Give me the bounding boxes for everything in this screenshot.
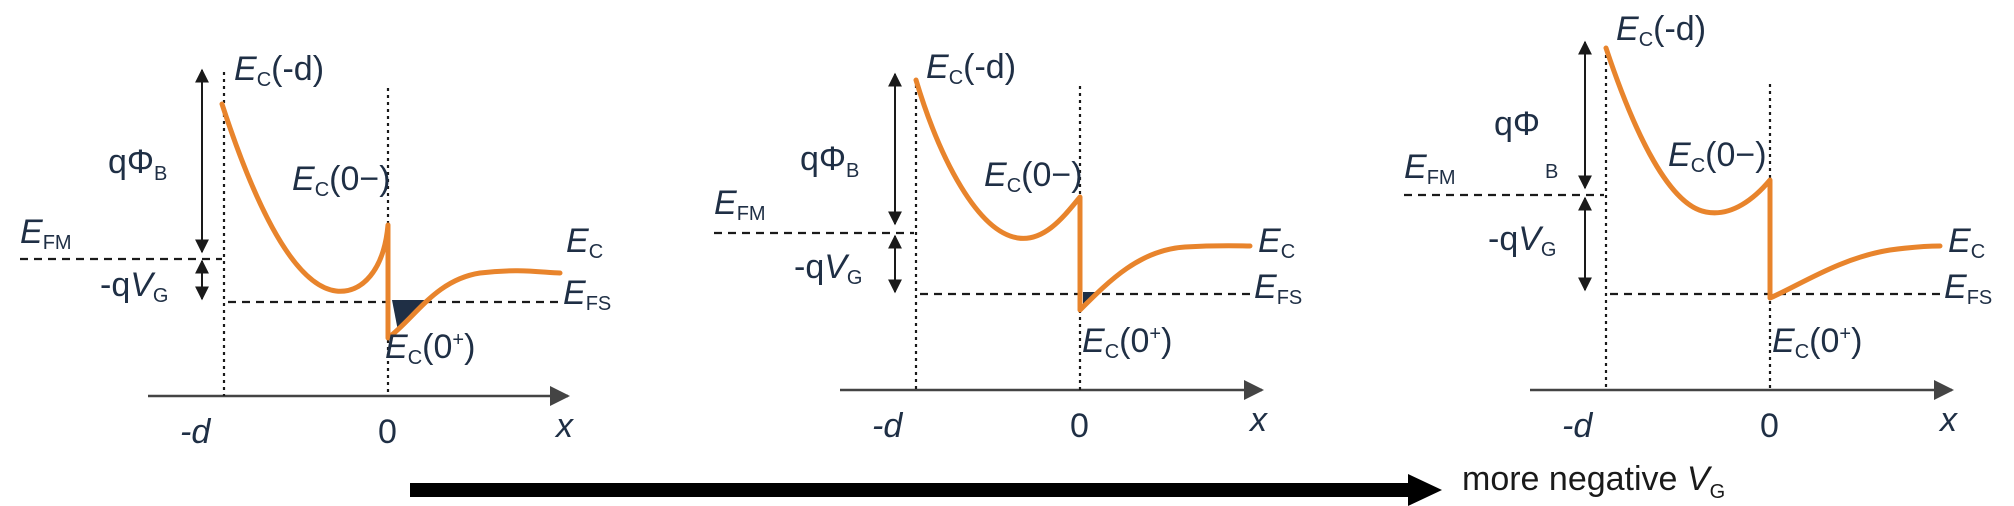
label-neg-qvg-2: -qVG <box>794 248 862 289</box>
panel-3: EC(-d) qΦ B EC(0−) EFM -qVG EC EFS EC(0+… <box>1404 10 1992 445</box>
label-e-fs-3: EFS <box>1944 268 1992 309</box>
axis-x-label-1: x <box>554 407 574 445</box>
label-ec-2: EC <box>1258 222 1295 263</box>
label-ec-1: EC <box>566 222 603 263</box>
tick-zero-3: 0 <box>1760 407 1779 445</box>
label-ec-zero-minus-3: EC(0−) <box>1668 136 1767 177</box>
label-e-fm-3: EFM <box>1404 148 1456 189</box>
label-ec-minus-d-2: EC(-d) <box>926 48 1016 89</box>
label-ec-minus-d-1: EC(-d) <box>234 50 324 91</box>
tick-zero-2: 0 <box>1070 407 1089 445</box>
panel-2: EC(-d) qΦB EC(0−) EFM -qVG EC EFS EC(0+)… <box>714 48 1302 445</box>
label-e-fs-1: EFS <box>563 274 611 315</box>
tick-zero-1: 0 <box>378 413 397 451</box>
progression-arrow-head <box>1408 474 1442 506</box>
label-ec-zero-plus-3: EC(0+) <box>1772 322 1862 363</box>
tick-minus-d-2: -d <box>872 407 903 445</box>
label-q-phi-b-2: qΦB <box>800 140 859 182</box>
label-ec-zero-minus-2: EC(0−) <box>984 156 1083 197</box>
caption-more-negative-vg: more negative VG <box>1462 460 1725 503</box>
panel-1: EC(-d) qΦB EC(0−) EFM -qVG EC EFS EC(0+)… <box>20 50 611 451</box>
label-ec-3: EC <box>1948 222 1985 263</box>
label-ec-zero-minus-1: EC(0−) <box>292 160 391 201</box>
axis-x-label-3: x <box>1938 401 1958 439</box>
conduction-band-3 <box>1603 45 1943 301</box>
label-q-phi-b-1: qΦB <box>108 143 167 185</box>
label-e-fs-2: EFS <box>1254 268 1302 309</box>
label-ec-zero-plus-1: EC(0+) <box>385 328 475 369</box>
label-ec-zero-plus-2: EC(0+) <box>1082 322 1172 363</box>
axis-x-label-2: x <box>1248 401 1268 439</box>
tick-minus-d-3: -d <box>1562 407 1593 445</box>
label-q-phi-3: qΦ <box>1494 105 1540 143</box>
tick-minus-d-1: -d <box>180 413 211 451</box>
label-neg-qvg-3: -qVG <box>1488 220 1556 261</box>
progression-arrow <box>410 474 1442 506</box>
conduction-band-1 <box>219 101 563 341</box>
label-e-fm-1: EFM <box>20 213 72 254</box>
label-ec-minus-d-3: EC(-d) <box>1616 10 1706 51</box>
label-b-sub-3: B <box>1545 161 1558 183</box>
conduction-band-2 <box>913 77 1253 313</box>
label-e-fm-2: EFM <box>714 184 766 225</box>
label-neg-qvg-1: -qVG <box>100 266 168 307</box>
